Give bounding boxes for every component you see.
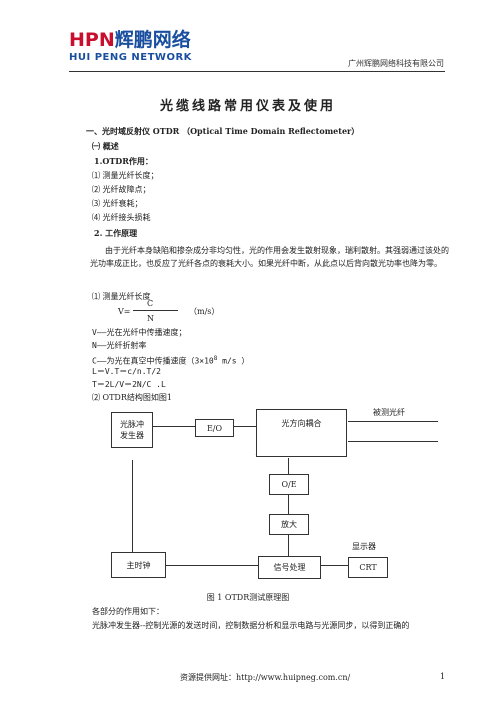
- use-item: ⑶ 光纤衰耗；: [92, 199, 143, 208]
- body-text: 光脉冲发生器--控制光源的发送时间，控制数据分析和显示电路与光源同步，以得到正确…: [92, 621, 410, 630]
- eo-box: E/O: [195, 419, 234, 437]
- company-name: 广州辉鹏网络科技有限公司: [348, 59, 444, 68]
- display-label: 显示器: [352, 542, 376, 551]
- connector-line: [288, 494, 289, 514]
- connector-line: [233, 426, 256, 427]
- definition-c-unit: m/s ）: [217, 356, 250, 366]
- definition-c: C——为光在真空中传播速度（3×10: [92, 356, 214, 366]
- page-title: 光缆线路常用仪表及使用: [159, 99, 336, 114]
- measure-title: ⑴ 测量光纤长度: [92, 292, 151, 301]
- diagram-reference: ⑵ OTDR结构图如图1: [92, 393, 172, 402]
- formula-unit: （m/s）: [189, 307, 220, 316]
- formula-v: V=: [118, 307, 131, 316]
- logo: HPN辉鹏网络: [69, 30, 191, 50]
- logo-hpn: HPN: [69, 29, 115, 51]
- page-number: 1: [440, 672, 446, 681]
- signal-processing-box: 信号处理: [258, 556, 321, 579]
- amplifier-box: 放大: [269, 514, 309, 535]
- use-item: ⑴ 测量光纤长度；: [92, 171, 159, 180]
- formula-numerator: C: [147, 299, 154, 308]
- use-item: ⑷ 光纤接头损耗: [92, 213, 151, 222]
- connector-line: [288, 534, 289, 556]
- connector-line: [132, 460, 133, 552]
- fiber-line-bottom: [348, 441, 438, 442]
- use-item: ⑵ 光纤故障点；: [92, 185, 151, 194]
- formula-length: L＝V.T＝c/n.T/2: [92, 367, 161, 376]
- master-clock-box: 主时钟: [111, 552, 166, 578]
- oe-box: O/E: [269, 474, 309, 495]
- pulse-generator-box: 光脉冲 发生器: [111, 412, 153, 448]
- logo-en: HUI PENG NETWORK: [69, 52, 192, 63]
- principle-paragraph: 由于光纤本身缺陷和掺杂成分非均匀性，光的作用会发生散射现象，瑞利散射。其强弱通过…: [90, 246, 449, 268]
- formula-denominator: N: [147, 314, 154, 323]
- logo-cn: 辉鹏网络: [114, 29, 191, 51]
- figure-caption: 图 1 OTDR测试原理图: [206, 593, 290, 602]
- fiber-line-top: [348, 421, 438, 422]
- fiber-label: 被测光纤: [373, 408, 405, 417]
- item-heading: 2. 工作原理: [94, 228, 138, 238]
- item-heading: 1.OTDR作用：: [94, 156, 153, 166]
- body-text: 各部分的作用如下：: [92, 607, 164, 616]
- connector-line: [151, 426, 195, 427]
- connector-line: [165, 565, 258, 566]
- exponent: 8: [213, 355, 218, 362]
- fraction-bar: [133, 310, 178, 311]
- coupler-box: 光方向耦合: [256, 409, 347, 457]
- connector-line: [288, 458, 289, 474]
- formula-time: T＝2L/V＝2N/C .L: [92, 380, 166, 389]
- section-heading: 一、光时域反射仪 OTDR （Optical Time Domain Refle…: [86, 126, 360, 136]
- connector-line: [320, 565, 348, 566]
- definition-line: V——光在光纤中传播速度；: [92, 328, 187, 337]
- definition-line: C——为光在真空中传播速度（3×108 m/s ）: [92, 353, 249, 367]
- crt-box: CRT: [348, 557, 388, 578]
- header-divider: [69, 71, 445, 72]
- subsection-heading: ㈠ 概述: [92, 141, 119, 151]
- footer-url: 资源提供网址：http://www.huipneg.com.cn/: [180, 673, 351, 682]
- definition-line: N——光纤折射率: [92, 341, 147, 350]
